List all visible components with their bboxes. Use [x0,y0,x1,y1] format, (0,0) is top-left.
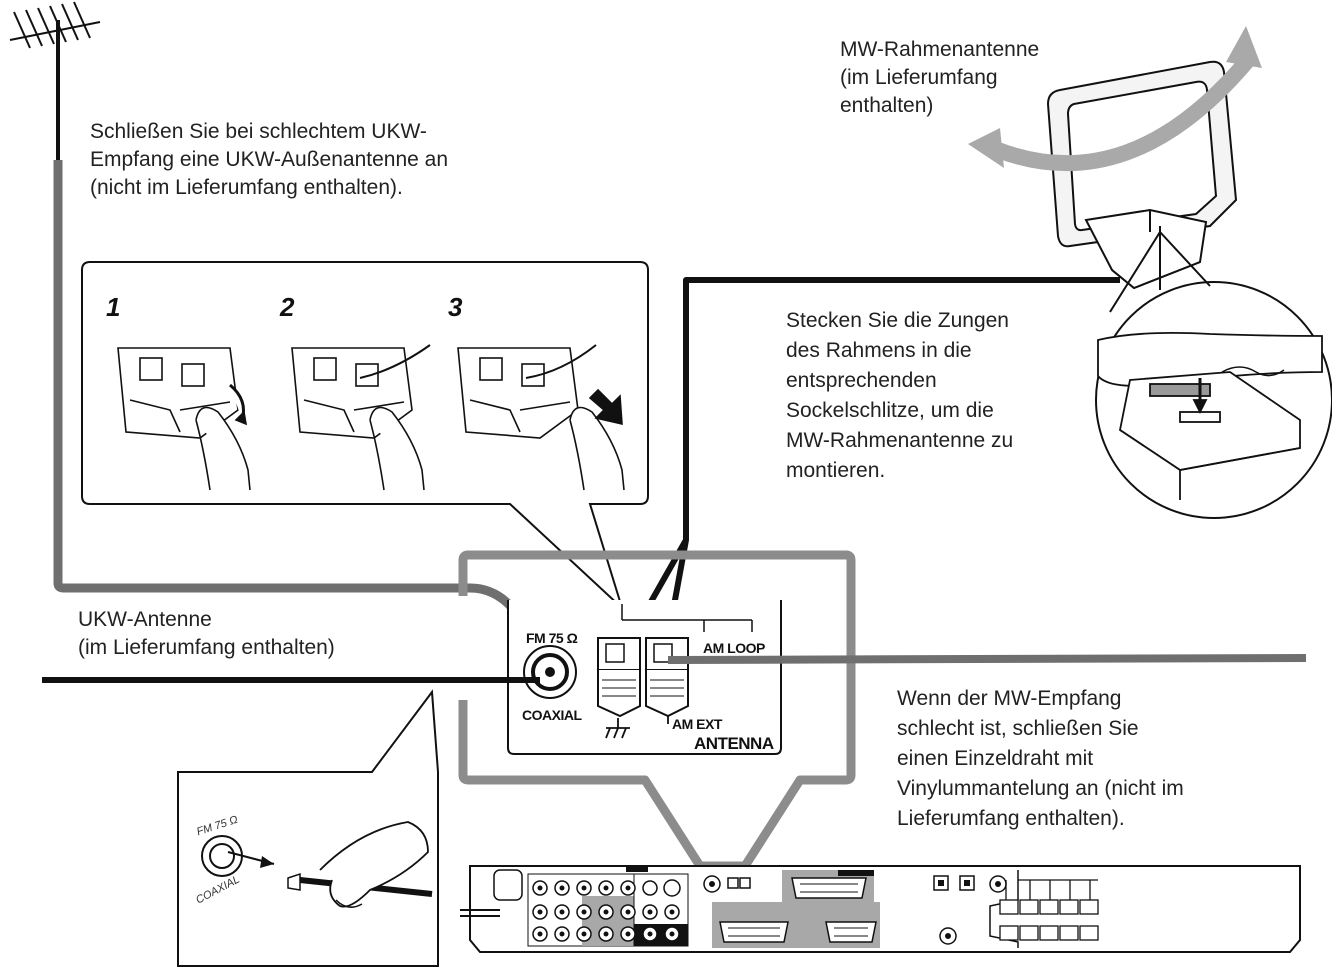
unit-rear-panel [460,865,1301,953]
step-3-terminal-icon [457,344,625,491]
assembly-caption: Stecken Sie die Zungen des Rahmens in di… [786,309,1014,482]
fm-outdoor-antenna-icon [9,1,101,160]
fm-antenna-caption: UKW-Antenne (im Lieferumfang enthalten) [78,608,335,659]
step-2-number: 2 [280,292,295,322]
panel-fm-label: FM 75 Ω [526,630,578,646]
panel-am-ext-label: AM EXT [672,716,722,732]
panel-coaxial-label: COAXIAL [522,707,582,723]
antenna-panel [507,600,782,755]
fm-outdoor-caption: Schließen Sie bei schlechtem UKW- Empfan… [90,120,449,199]
am-wire-caption: Wenn der MW-Empfang schlecht ist, schlie… [897,687,1184,830]
panel-am-loop-label: AM LOOP [703,640,765,656]
am-loop-caption: MW-Rahmenantenne (im Lieferumfang enthal… [840,38,1040,117]
step-1-terminal-icon [117,347,251,491]
step-2-terminal-icon [291,344,431,491]
am-ext-wire [667,654,1307,664]
rotate-arrow-icon [968,26,1262,172]
panel-zoom-frame [458,550,856,871]
panel-antenna-label: ANTENNA [694,734,774,753]
coax-connector-inset [177,689,439,967]
step-1-number: 1 [106,292,121,322]
step-3-number: 3 [448,292,463,322]
assembly-magnifier [1095,226,1332,519]
